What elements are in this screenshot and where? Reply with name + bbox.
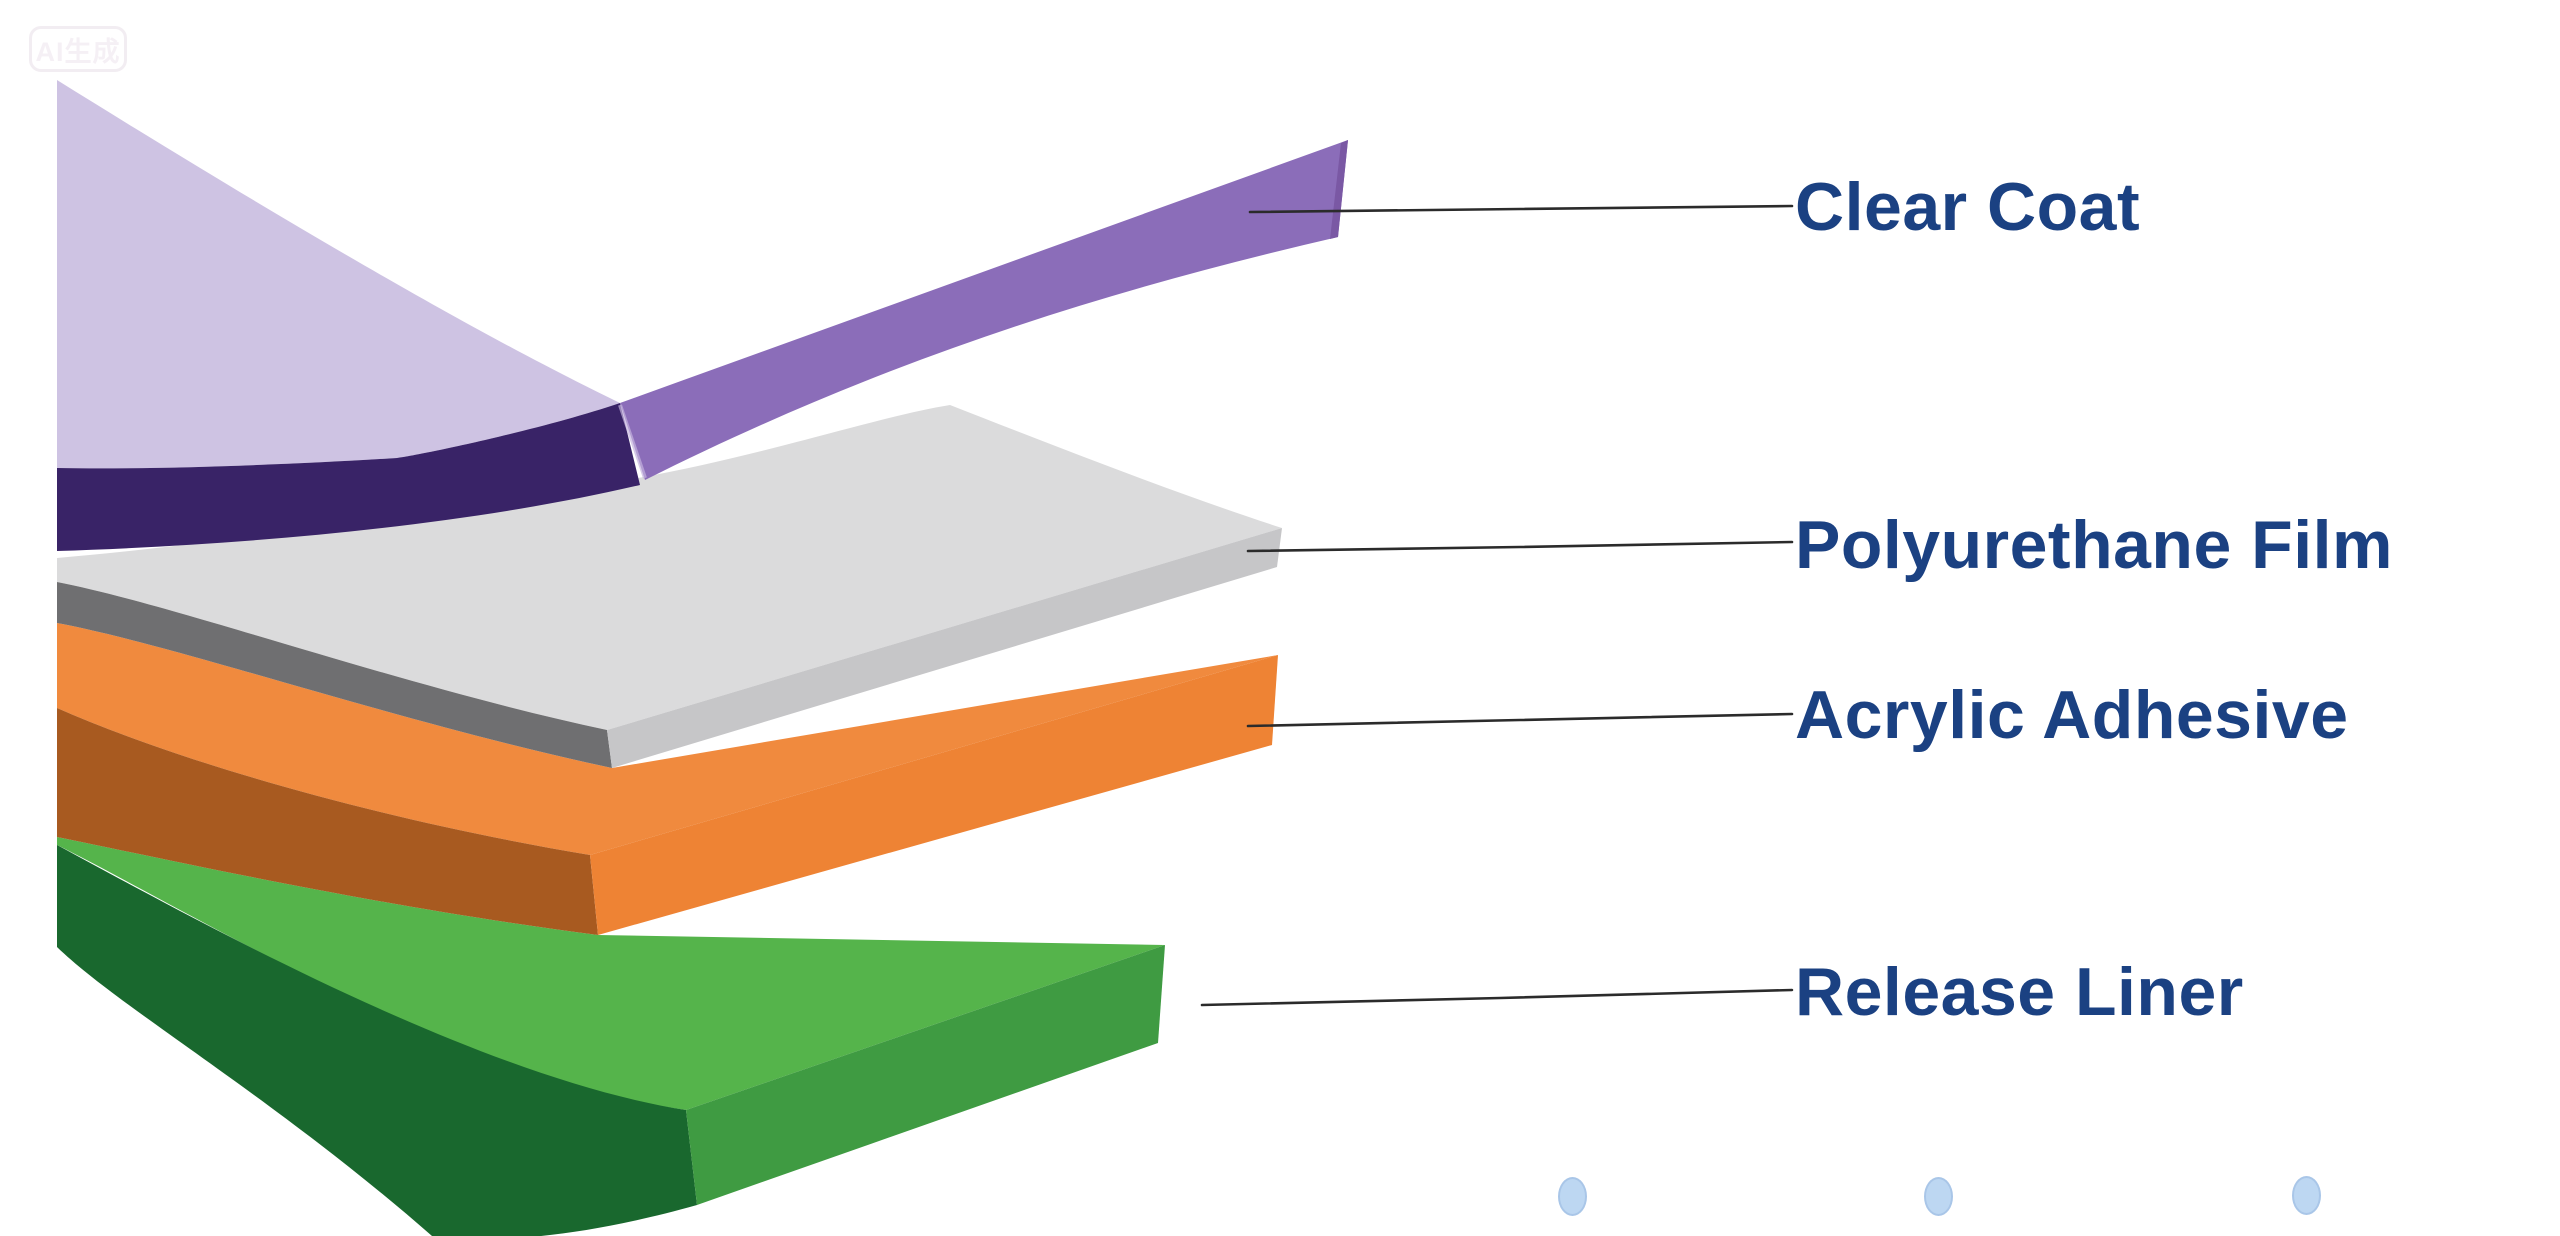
acrylic-adhesive-leader-line: [1246, 712, 1794, 728]
clear-coat-top-surface: [57, 80, 620, 469]
polyurethane-film-label: Polyurethane Film: [1795, 507, 2393, 583]
carousel-dot-3[interactable]: [2292, 1176, 2321, 1215]
polyurethane-film-leader-line: [1246, 540, 1794, 553]
release-liner-label: Release Liner: [1795, 954, 2244, 1030]
release-liner-front-right-face: [686, 945, 1165, 1205]
clear-coat-peeled-strip: [620, 140, 1348, 480]
ai-generated-watermark-badge: AI生成: [29, 26, 127, 72]
clear-coat-fold-crease: [618, 404, 647, 479]
release-liner-layer: [57, 837, 1165, 1236]
ai-generated-watermark-text: AI生成: [35, 36, 121, 67]
acrylic-adhesive-top-surface: [57, 623, 1278, 855]
acrylic-adhesive-front-right-face: [590, 655, 1278, 935]
clear-coat-leader-line: [1248, 204, 1794, 214]
release-liner-front-left-face: [57, 845, 697, 1236]
acrylic-adhesive-label: Acrylic Adhesive: [1795, 677, 2349, 753]
release-liner-leader-line: [1200, 988, 1794, 1007]
carousel-dot-2[interactable]: [1924, 1177, 1953, 1216]
polyurethane-film-top-surface: [57, 405, 1282, 730]
acrylic-adhesive-front-left-face: [57, 708, 598, 935]
release-liner-top-surface: [57, 837, 1165, 1110]
clear-coat-label: Clear Coat: [1795, 169, 2141, 245]
polyurethane-film-front-left-face: [57, 582, 612, 768]
acrylic-adhesive-layer: [57, 623, 1278, 935]
leader-lines: [1200, 204, 1794, 1007]
clear-coat-layer: [57, 80, 1348, 551]
clear-coat-front-edge: [57, 403, 640, 551]
polyurethane-film-front-right-face: [607, 528, 1282, 768]
carousel-dot-1[interactable]: [1558, 1177, 1587, 1216]
clear-coat-strip-edge: [1330, 140, 1348, 239]
polyurethane-film-layer: [57, 405, 1282, 768]
